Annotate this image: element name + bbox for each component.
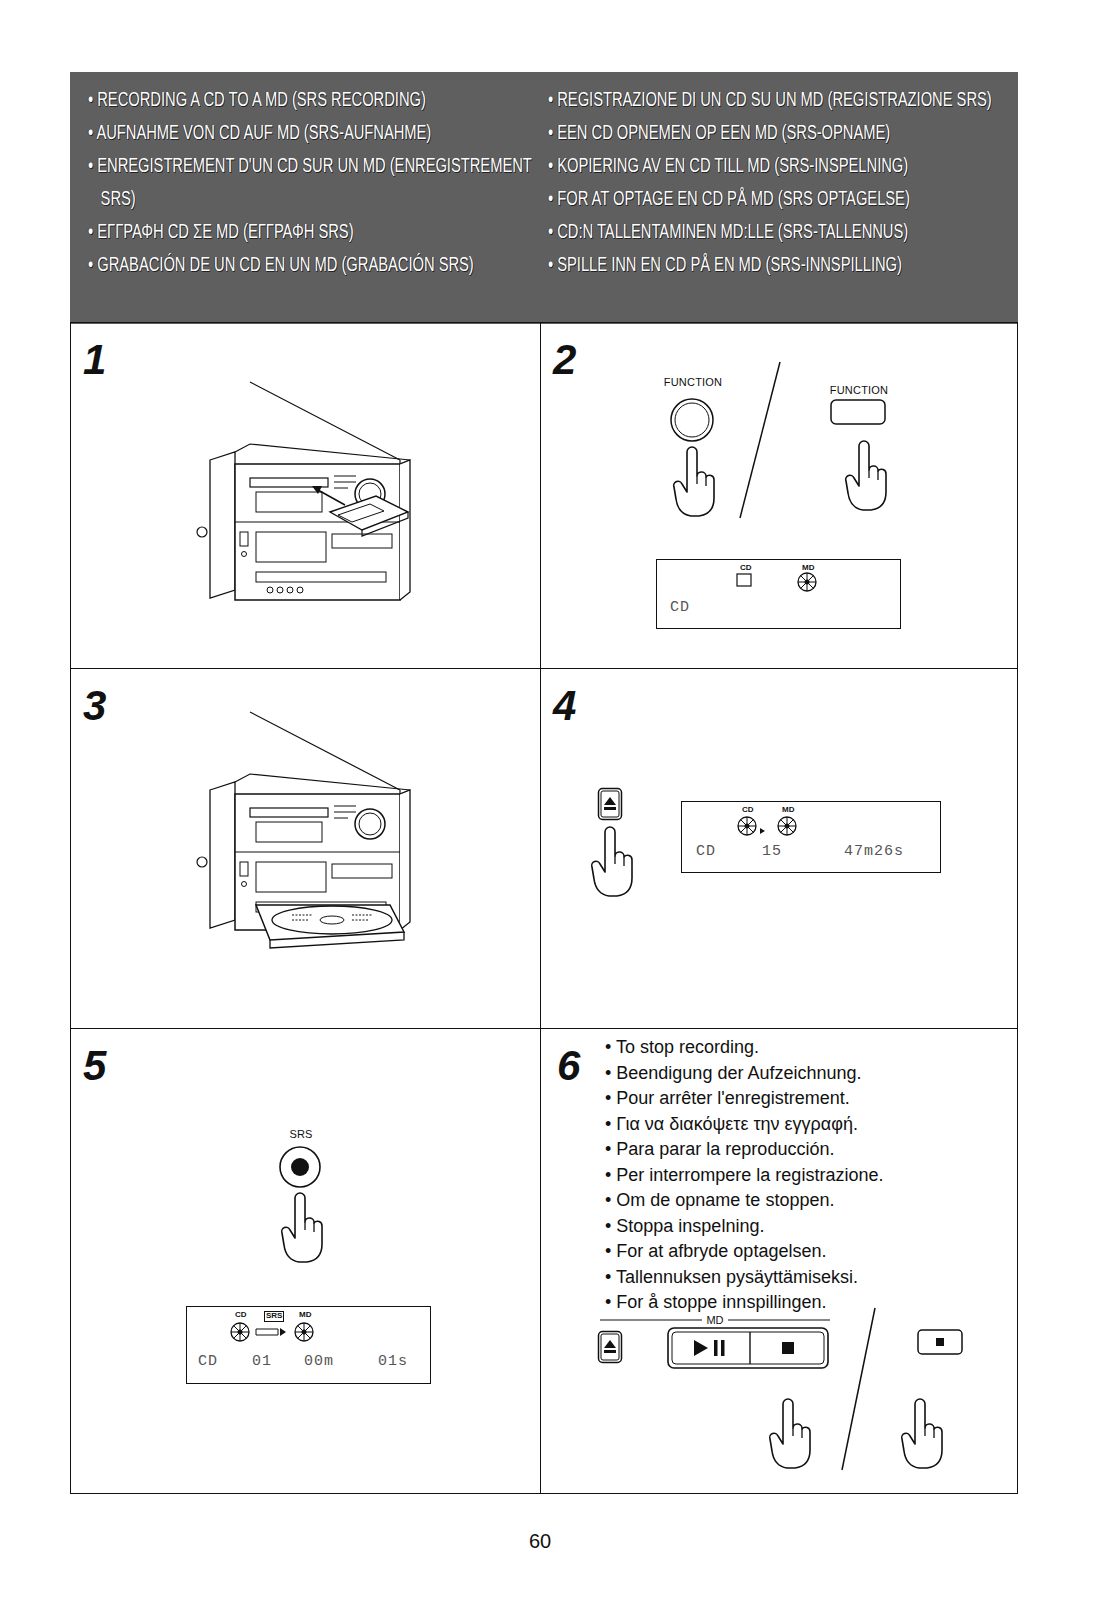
display-panel: CD SRS MD CD 01 00m 01s xyxy=(186,1306,431,1384)
cd-tray-illustration xyxy=(197,712,410,948)
srs-button-and-display xyxy=(231,1147,322,1341)
icon-label: MD xyxy=(299,1311,311,1320)
instruction-line: • Beendigung der Aufzeichnung. xyxy=(605,1061,883,1087)
title-band: • RECORDING A CD TO A MD (SRS RECORDING)… xyxy=(70,72,1018,324)
display-readout: 01 xyxy=(252,1354,272,1371)
step-number: 2 xyxy=(553,339,576,381)
instruction-line: • For at afbryde optagelsen. xyxy=(605,1239,883,1265)
instruction-line: • Per interrompere la registrazione. xyxy=(605,1163,883,1189)
step-number: 3 xyxy=(83,685,106,727)
step-panel: 6 • To stop recording.• Beendigung der Au… xyxy=(540,1028,1018,1494)
instruction-line: • Om de opname te stoppen. xyxy=(605,1188,883,1214)
display-readout: CD xyxy=(198,1354,218,1371)
function-buttons xyxy=(671,362,886,591)
instruction-line: • Para parar la reproducción. xyxy=(605,1137,883,1163)
instruction-line: • For å stoppe innspillingen. xyxy=(605,1290,883,1316)
icon-label: CD xyxy=(742,806,754,815)
group-label: MD xyxy=(702,1314,727,1326)
title-line: • KOPIERING AV EN CD TILL MD (SRS-INSPEL… xyxy=(548,148,1003,181)
display-panel: CD MD CD xyxy=(656,559,901,629)
icon-label: CD xyxy=(235,1311,247,1320)
step-panel: 1 xyxy=(70,322,541,669)
title-line: • GRABACIÓN DE UN CD EN UN MD (GRABACIÓN… xyxy=(88,247,543,280)
step-number: 6 xyxy=(557,1045,580,1087)
title-line: • REGISTRAZIONE DI UN CD SU UN MD (REGIS… xyxy=(548,82,1003,115)
display-readout: 01s xyxy=(378,1354,408,1371)
button-label: FUNCTION xyxy=(821,384,897,396)
icon-label: SRS xyxy=(264,1311,284,1322)
display-readout: 00m xyxy=(304,1354,334,1371)
title-line: • ENREGISTREMENT D'UN CD SUR UN MD (ENRE… xyxy=(88,148,543,214)
instruction-line: • Pour arrêter l'enregistrement. xyxy=(605,1086,883,1112)
icon-label: MD xyxy=(782,806,794,815)
function-button: FUNCTION xyxy=(654,373,732,445)
title-line: • AUFNAHME VON CD AUF MD (SRS-AUFNAHME) xyxy=(88,115,543,148)
title-line: • ΕΓΓΡΑΦΗ CD ΣΕ MD (ΕΓΓΡΑΦΗ SRS) xyxy=(88,214,543,247)
title-line: • SPILLE INN EN CD PÅ EN MD (SRS-INNSPIL… xyxy=(548,247,1003,280)
instruction-line: • To stop recording. xyxy=(605,1035,883,1061)
step-panel: 3 xyxy=(70,668,541,1029)
instruction-line: • Tallennuksen pysäyttämiseksi. xyxy=(605,1265,883,1291)
display-readout: 15 xyxy=(762,844,782,861)
srs-button: SRS xyxy=(267,1125,335,1191)
button-label: FUNCTION xyxy=(654,376,732,388)
button-label: SRS xyxy=(267,1128,335,1140)
title-line: • RECORDING A CD TO A MD (SRS RECORDING) xyxy=(88,82,543,115)
eject-and-display xyxy=(592,789,796,897)
step-number: 5 xyxy=(83,1045,106,1087)
function-button: FUNCTION xyxy=(821,381,897,429)
display-panel: CD MD CD 15 47m26s xyxy=(681,801,941,873)
step-number: 1 xyxy=(83,339,106,381)
step-number: 4 xyxy=(553,685,576,727)
icon-label: MD xyxy=(802,564,814,573)
page-number: 60 xyxy=(525,1530,555,1553)
md-insert-illustration xyxy=(197,382,410,600)
icon-label: CD xyxy=(740,564,752,573)
step-panel: 4CD MD CD 15 47m26s xyxy=(540,668,1018,1029)
instruction-line: • Για να διακόψετε την εγγραφή. xyxy=(605,1112,883,1138)
display-readout: CD xyxy=(696,844,716,861)
display-readout: CD xyxy=(670,600,690,617)
title-line: • FOR AT OPTAGE EN CD PÅ MD (SRS OPTAGEL… xyxy=(548,181,1003,214)
display-readout: 47m26s xyxy=(844,844,904,861)
step-panel: 5SRS CD SRS MD CD 01 00m 01s xyxy=(70,1028,541,1494)
stop-buttons xyxy=(599,1308,963,1470)
title-line: • EEN CD OPNEMEN OP EEN MD (SRS-OPNAME) xyxy=(548,115,1003,148)
step-panel: 2FUNCTION FUNCTION CD MD CD xyxy=(540,322,1018,669)
instruction-line: • Stoppa inspelning. xyxy=(605,1214,883,1240)
title-line: • CD:N TALLENTAMINEN MD:LLE (SRS-TALLENN… xyxy=(548,214,1003,247)
